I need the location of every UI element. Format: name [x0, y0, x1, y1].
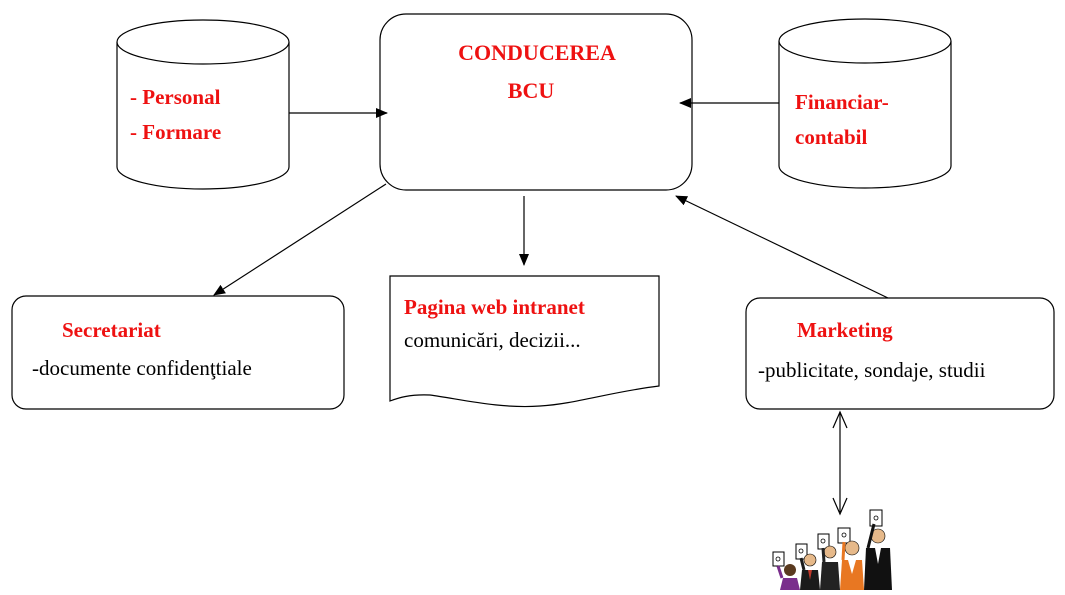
marketing-title: Marketing [797, 318, 893, 342]
conducerea-bcu-box: CONDUCEREA BCU [379, 13, 693, 191]
formare-label: - Formare [130, 120, 221, 144]
secretariat-title: Secretariat [62, 318, 161, 342]
secretariat-detail: -documente confidenţtiale [32, 356, 252, 380]
conducerea-title: CONDUCEREA [458, 40, 616, 65]
personal-label: - Personal [130, 85, 221, 109]
bcu-title: BCU [508, 78, 555, 103]
people-group-icon [772, 509, 892, 590]
personal-formare-database: - Personal - Formare [116, 19, 290, 190]
arrow-down-head [832, 497, 848, 516]
intranet-document: Pagina web intranet comunicări, decizii.… [389, 275, 660, 408]
financiar-contabil-database: Financiar- contabil [778, 18, 952, 189]
contabil-label: contabil [795, 125, 868, 149]
arrow-conducere-to-secretariat [213, 183, 387, 296]
secretariat-box: Secretariat -documente confidenţtiale [11, 295, 345, 410]
marketing-box: Marketing -publicitate, sondaje, studii [745, 297, 1055, 410]
arrow-marketing-to-conducere [675, 195, 889, 299]
financiar-label: Financiar- [795, 90, 889, 114]
intranet-title: Pagina web intranet [404, 295, 585, 319]
arrow-up-head [832, 410, 848, 429]
marketing-detail: -publicitate, sondaje, studii [758, 358, 986, 382]
intranet-detail: comunicări, decizii... [404, 328, 581, 352]
